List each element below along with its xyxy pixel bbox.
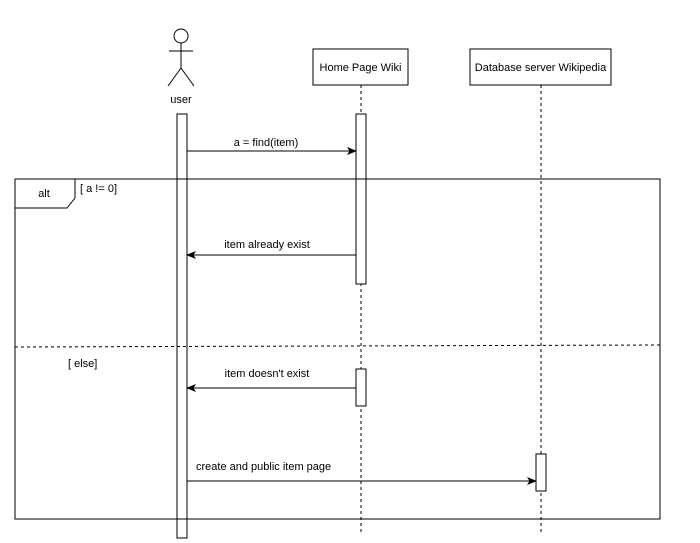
- fragment-guard-1: [ a != 0]: [80, 183, 117, 195]
- fragment-operator-label: alt: [38, 188, 50, 200]
- message-label-create-page: create and public item page: [196, 461, 331, 473]
- actor-label-user: user: [170, 94, 192, 106]
- fragment-operator-tab: [14, 178, 76, 209]
- lifeline-head-db[interactable]: Database server Wikipedia: [469, 48, 612, 86]
- fragment-separator: [14, 344, 661, 348]
- alt-fragment[interactable]: alt [ a != 0] [ else]: [14, 178, 661, 520]
- lifeline-label-home: Home Page Wiki: [320, 62, 402, 74]
- stick-figure-icon: [167, 28, 195, 87]
- message-create-page[interactable]: create and public item page: [187, 461, 537, 485]
- activation-db[interactable]: [535, 453, 547, 492]
- message-doesnt-exist[interactable]: item doesn't exist: [186, 368, 356, 392]
- message-label-find: a = find(item): [234, 137, 299, 149]
- activation-home-1[interactable]: [355, 113, 367, 285]
- activation-user[interactable]: [176, 113, 188, 539]
- fragment-guard-2: [ else]: [68, 358, 97, 370]
- actor-user[interactable]: user: [167, 28, 195, 106]
- message-already-exist[interactable]: item already exist: [186, 239, 356, 259]
- lifeline-label-db: Database server Wikipedia: [475, 62, 607, 74]
- activation-home-2[interactable]: [355, 368, 367, 407]
- message-label-doesnt-exist: item doesn't exist: [225, 368, 310, 380]
- lifeline-head-home[interactable]: Home Page Wiki: [312, 48, 409, 86]
- message-find[interactable]: a = find(item): [187, 137, 357, 155]
- message-label-already-exist: item already exist: [224, 239, 310, 251]
